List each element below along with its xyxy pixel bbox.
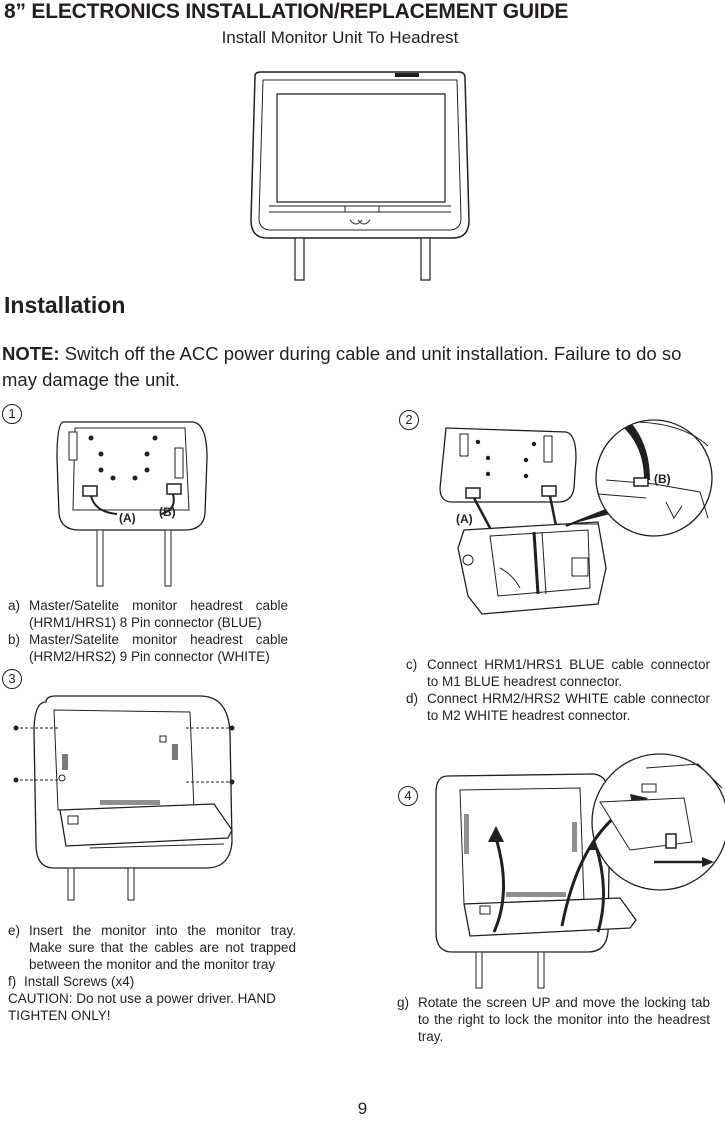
step-2-number: 2 xyxy=(399,410,419,430)
step-2-caption: c)Connect HRM1/HRS1 BLUE cable connector… xyxy=(406,656,710,724)
page-number: 9 xyxy=(357,1099,368,1118)
step-1-headrest-illustration xyxy=(55,418,215,588)
step-4-item-g: g)Rotate the screen UP and move the lock… xyxy=(397,995,710,1044)
step-2-item-c: c)Connect HRM1/HRS1 BLUE cable connector… xyxy=(406,657,710,689)
step-2-connection-illustration xyxy=(438,418,725,623)
step-1-item-a: a)Master/Satelite monitor headrest cable… xyxy=(8,598,288,630)
step-3-caution: CAUTION: Do not use a power driver. HAND… xyxy=(8,991,276,1023)
page-title: 8” ELECTRONICS INSTALLATION/REPLACEMENT … xyxy=(4,0,569,23)
step-1-label-b: (B) xyxy=(159,505,176,519)
step-3-item-e: e)Insert the monitor into the monitor tr… xyxy=(8,923,296,972)
page-subtitle: Install Monitor Unit To Headrest xyxy=(221,28,459,47)
step-3-number: 3 xyxy=(2,669,22,689)
section-heading: Installation xyxy=(4,292,126,318)
step-1-number: 1 xyxy=(2,404,22,424)
note-text: Switch off the ACC power during cable an… xyxy=(2,343,682,390)
step-4-caption: g)Rotate the screen UP and move the lock… xyxy=(397,994,710,1045)
monitor-unit-illustration xyxy=(245,70,475,282)
step-3-tray-illustration xyxy=(13,692,235,900)
step-2-item-d: d)Connect HRM2/HRS2 WHITE cable connecto… xyxy=(406,691,710,723)
step-3-caption: e)Insert the monitor into the monitor tr… xyxy=(8,922,296,1024)
step-1-label-a: (A) xyxy=(119,511,136,525)
step-1-item-b: b)Master/Satelite monitor headrest cable… xyxy=(8,632,288,664)
step-3-item-f: f)Install Screws (x4) xyxy=(8,974,135,989)
step-4-number: 4 xyxy=(398,786,418,806)
step-4-lock-illustration xyxy=(430,742,725,990)
step-2-label-b: (B) xyxy=(654,472,671,486)
note-label: NOTE: xyxy=(2,343,60,364)
note-paragraph: NOTE: Switch off the ACC power during ca… xyxy=(2,341,720,393)
step-2-label-a: (A) xyxy=(456,512,473,526)
step-1-caption: a)Master/Satelite monitor headrest cable… xyxy=(8,597,288,665)
